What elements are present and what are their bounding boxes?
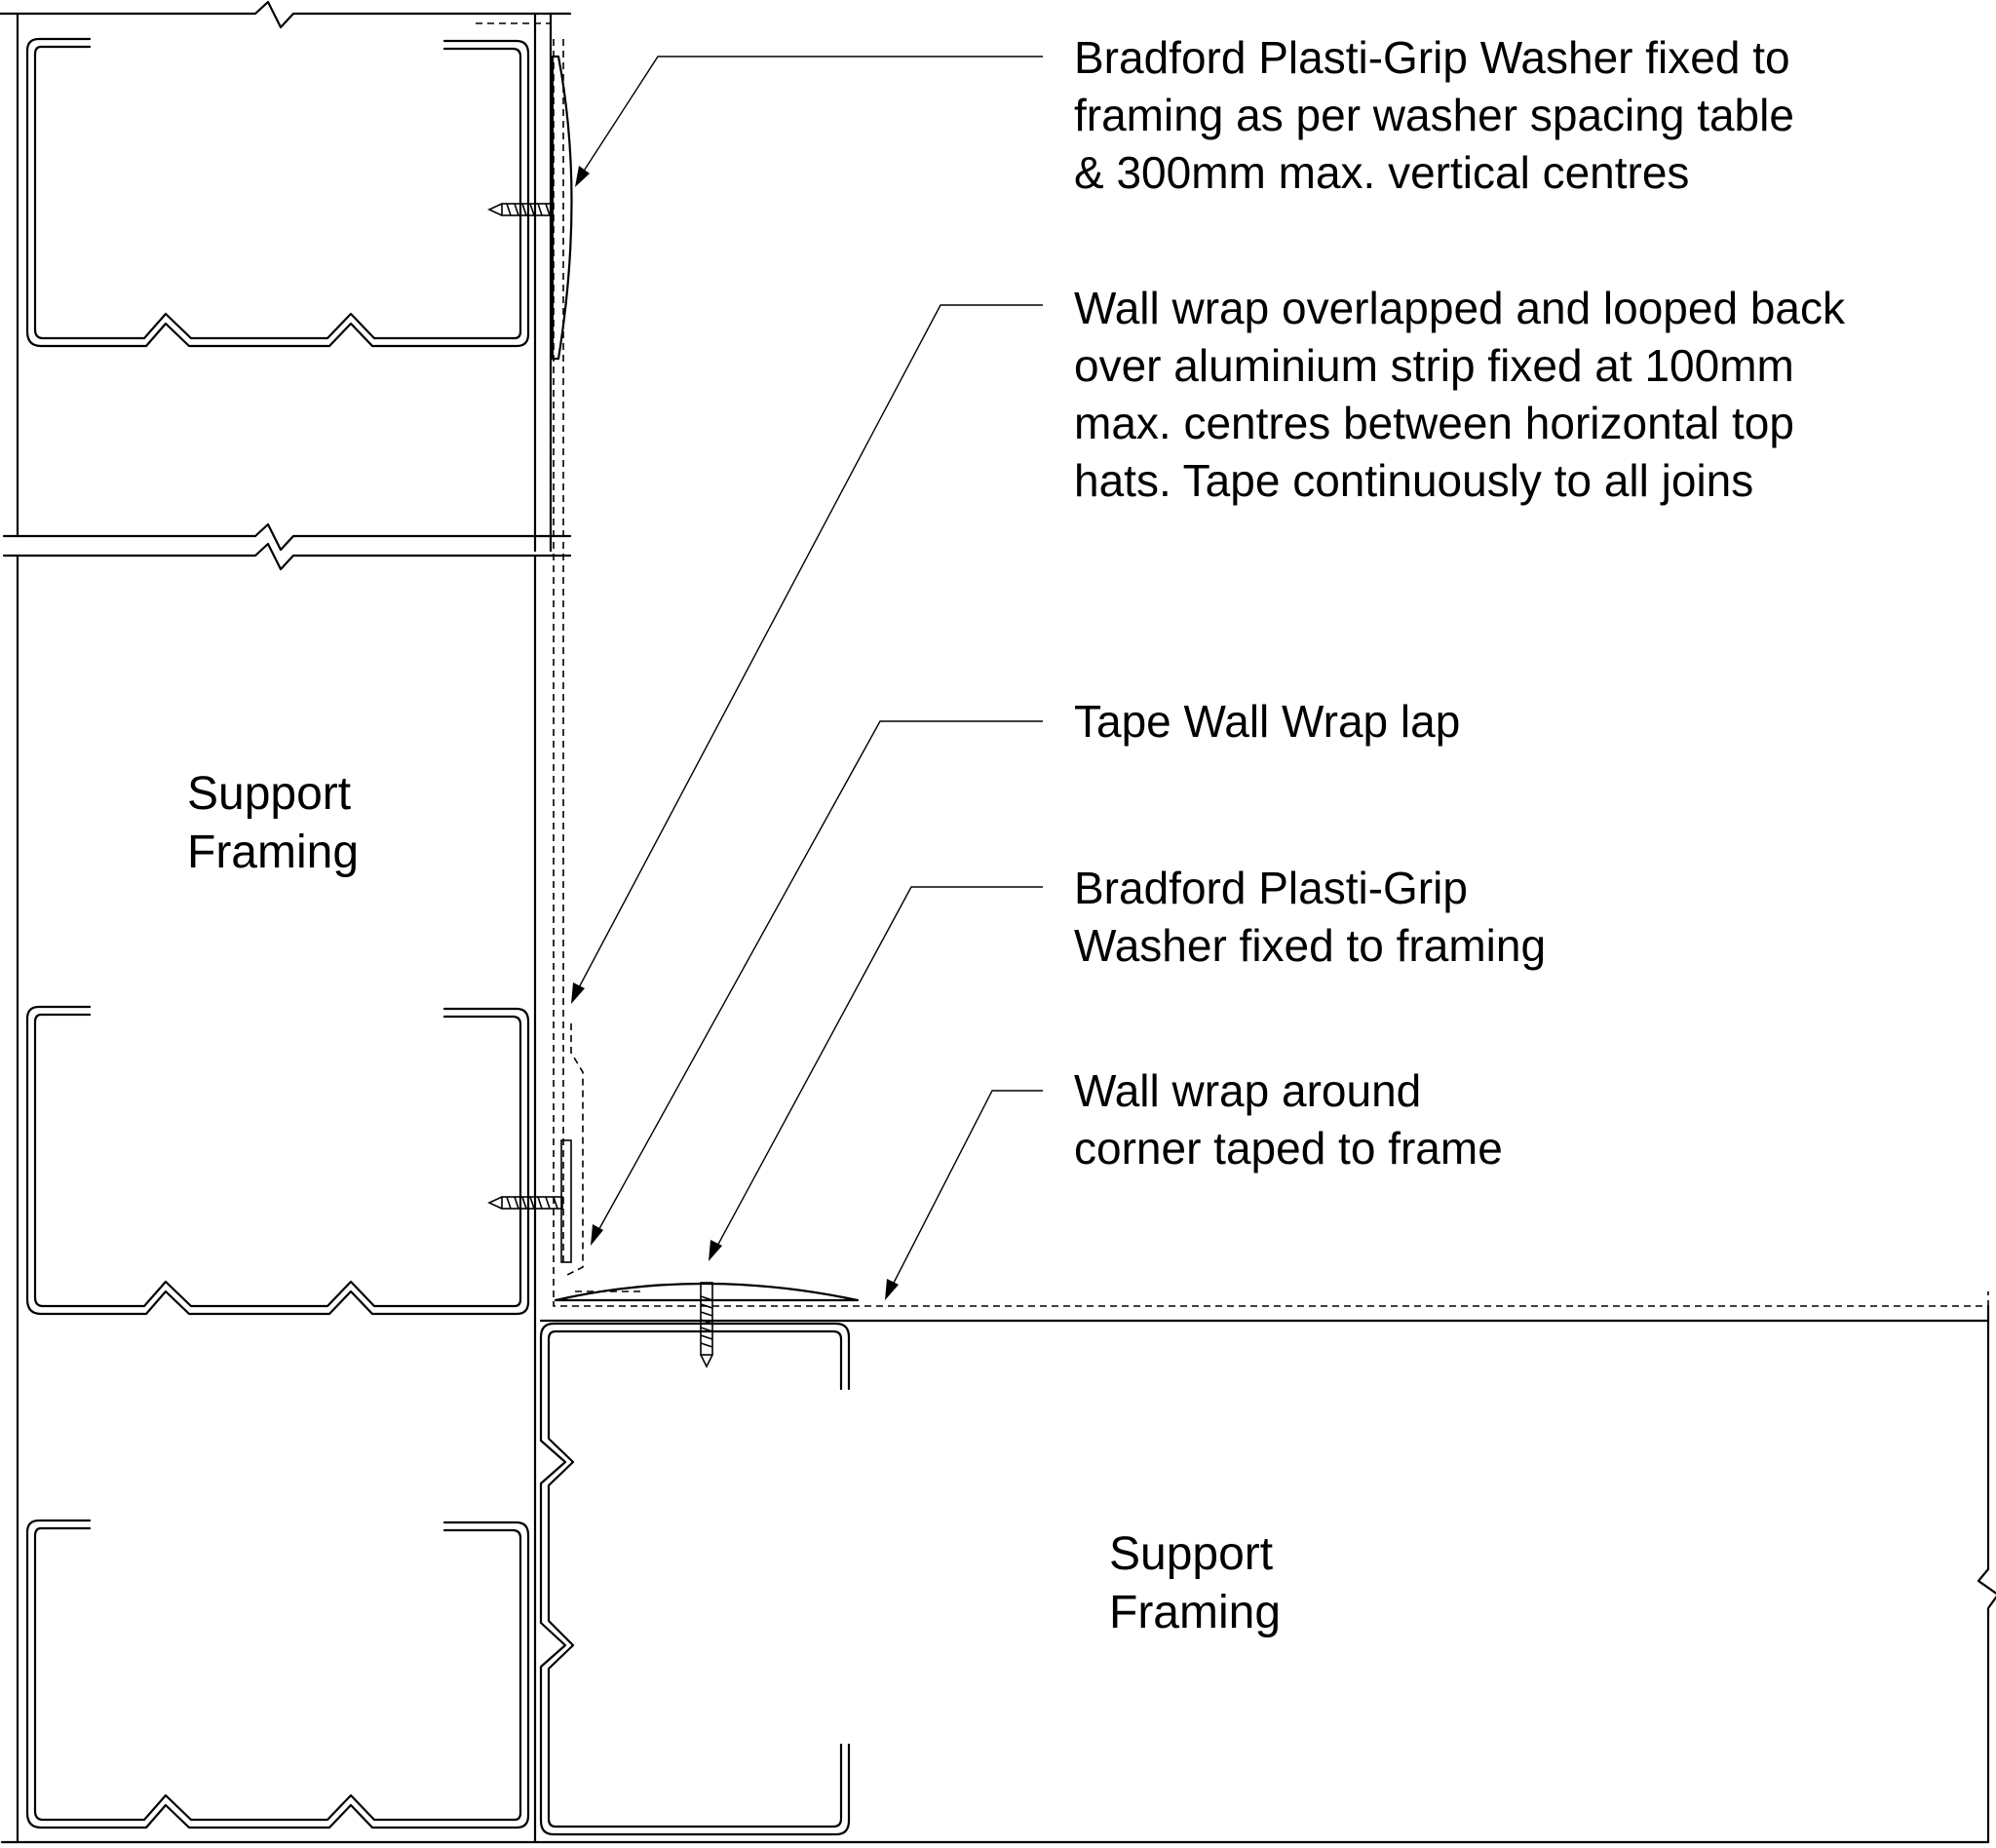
- top-hat-profile-3: [25, 1519, 530, 1829]
- right-support-framing: [539, 1304, 1996, 1844]
- label-right-support-framing: Support Framing: [1109, 1528, 1282, 1638]
- leader-wall-wrap-looped: [571, 304, 1043, 1004]
- leader-plasti-grip-washer: [709, 886, 1043, 1261]
- wall-wrap: [476, 22, 1989, 1307]
- plasti-grip-washer-2: [487, 1196, 563, 1210]
- aluminium-strip: [560, 1139, 572, 1263]
- leader-wall-wrap-corner: [885, 1090, 1043, 1300]
- note-washer-spacing: Bradford Plasti-Grip Washer fixed to fra…: [1074, 32, 1794, 198]
- note-wall-wrap-looped: Wall wrap overlapped and looped back ove…: [1074, 283, 1846, 506]
- note-tape-lap: Tape Wall Wrap lap: [1074, 696, 1461, 747]
- top-hat-profile-1: [25, 37, 530, 348]
- note-wall-wrap-corner: Wall wrap around corner taped to frame: [1074, 1065, 1503, 1174]
- top-hat-profile-2: [25, 1005, 530, 1316]
- plasti-grip-washer-3: [554, 1282, 860, 1368]
- leader-tape-lap: [591, 720, 1043, 1246]
- note-plasti-grip-washer: Bradford Plasti-Grip Washer fixed to fra…: [1074, 863, 1547, 971]
- leader-washer-spacing: [575, 56, 1043, 187]
- plasti-grip-washer-1: [487, 55, 573, 361]
- label-left-support-framing: Support Framing: [187, 768, 360, 878]
